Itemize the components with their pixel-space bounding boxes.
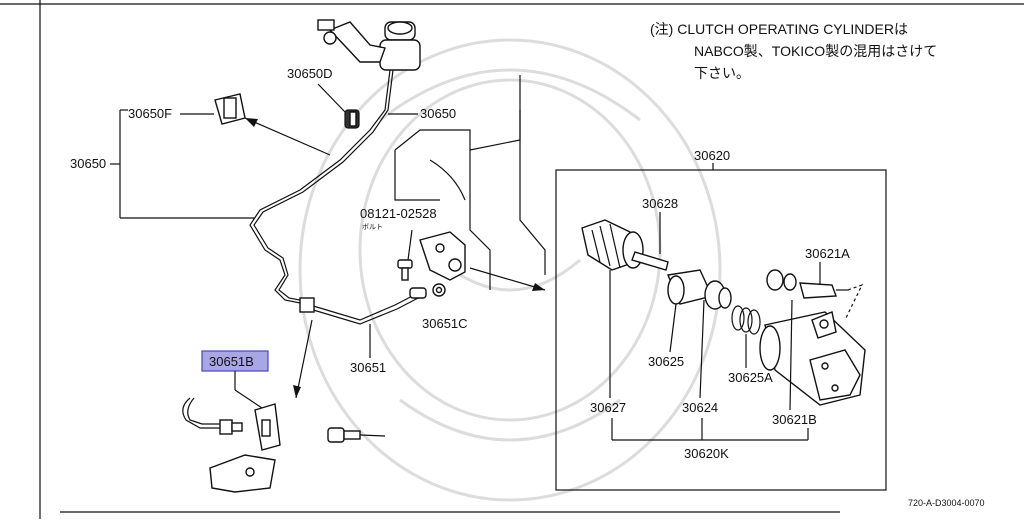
label-bolt-jp: ボルト [362, 223, 383, 231]
group-box-30620 [555, 169, 887, 491]
clutch-hose-30650 [249, 69, 391, 306]
label-30621A: 30621A [805, 246, 850, 261]
label-30650-left: 30650 [70, 156, 106, 171]
cylinder-body [759, 311, 866, 406]
leader-30625 [669, 303, 677, 353]
label-30651: 30651 [350, 360, 386, 375]
leader-30624 [699, 299, 705, 399]
leader-30621B [789, 299, 793, 411]
spring-30625A [731, 305, 761, 335]
leader-30651B-2 [234, 389, 266, 411]
label-30651B[interactable]: 30651B [209, 354, 254, 369]
clip-30651B [254, 403, 281, 451]
dashed-guide [844, 283, 864, 321]
arrow-head [245, 118, 258, 127]
boot-30627 [581, 219, 644, 271]
piston-30625 [667, 269, 732, 310]
note-line-2: NABCO製、TOKICO製の混用はさけて [694, 43, 937, 59]
hose-30651 [299, 287, 427, 325]
label-30650D: 30650D [287, 66, 333, 81]
arrow-to-cylinder [469, 267, 546, 291]
label-30625A: 30625A [728, 370, 773, 385]
label-30628: 30628 [642, 196, 678, 211]
leader-08121 [407, 229, 413, 261]
arrow-head [293, 385, 301, 398]
push-rod-30628 [631, 251, 669, 271]
bleeder-cap [766, 269, 797, 291]
label-30651C: 30651C [422, 316, 468, 331]
bolt-part [397, 259, 413, 281]
bracket-plate [209, 454, 276, 493]
fitting-30650F [214, 93, 246, 125]
leader-30650D [317, 83, 346, 113]
label-30620: 30620 [694, 148, 730, 163]
clutch-hose-30650-outline [253, 69, 394, 303]
note-line-1: (注) CLUTCH OPERATING CYLINDERは [650, 21, 908, 37]
arrow-30650F [244, 117, 331, 156]
arrow-down-detail [295, 319, 313, 399]
figure-code: 720-A-D3004-0070 [908, 498, 985, 508]
label-30621B: 30621B [772, 412, 817, 427]
master-cylinder-part [317, 19, 421, 71]
note-line-3: 下さい。 [694, 65, 750, 81]
clip-30650D [344, 109, 360, 129]
bracket-cylinder-mount [419, 231, 466, 281]
engine-block-outline [394, 75, 546, 290]
label-30650-top: 30650 [420, 106, 456, 121]
label-08121-02528: 08121-02528 [360, 206, 437, 221]
label-30624: 30624 [682, 400, 718, 415]
label-30627: 30627 [590, 400, 626, 415]
detail-hose-end [182, 397, 243, 435]
watermark [298, 38, 722, 502]
label-30620K: 30620K [684, 446, 729, 461]
label-30650F: 30650F [128, 106, 172, 121]
bleeder-30621A [799, 282, 848, 299]
nut-30651C [432, 283, 446, 297]
arrow-head [532, 283, 545, 291]
detail-fitting [327, 427, 386, 443]
label-30625: 30625 [648, 354, 684, 369]
